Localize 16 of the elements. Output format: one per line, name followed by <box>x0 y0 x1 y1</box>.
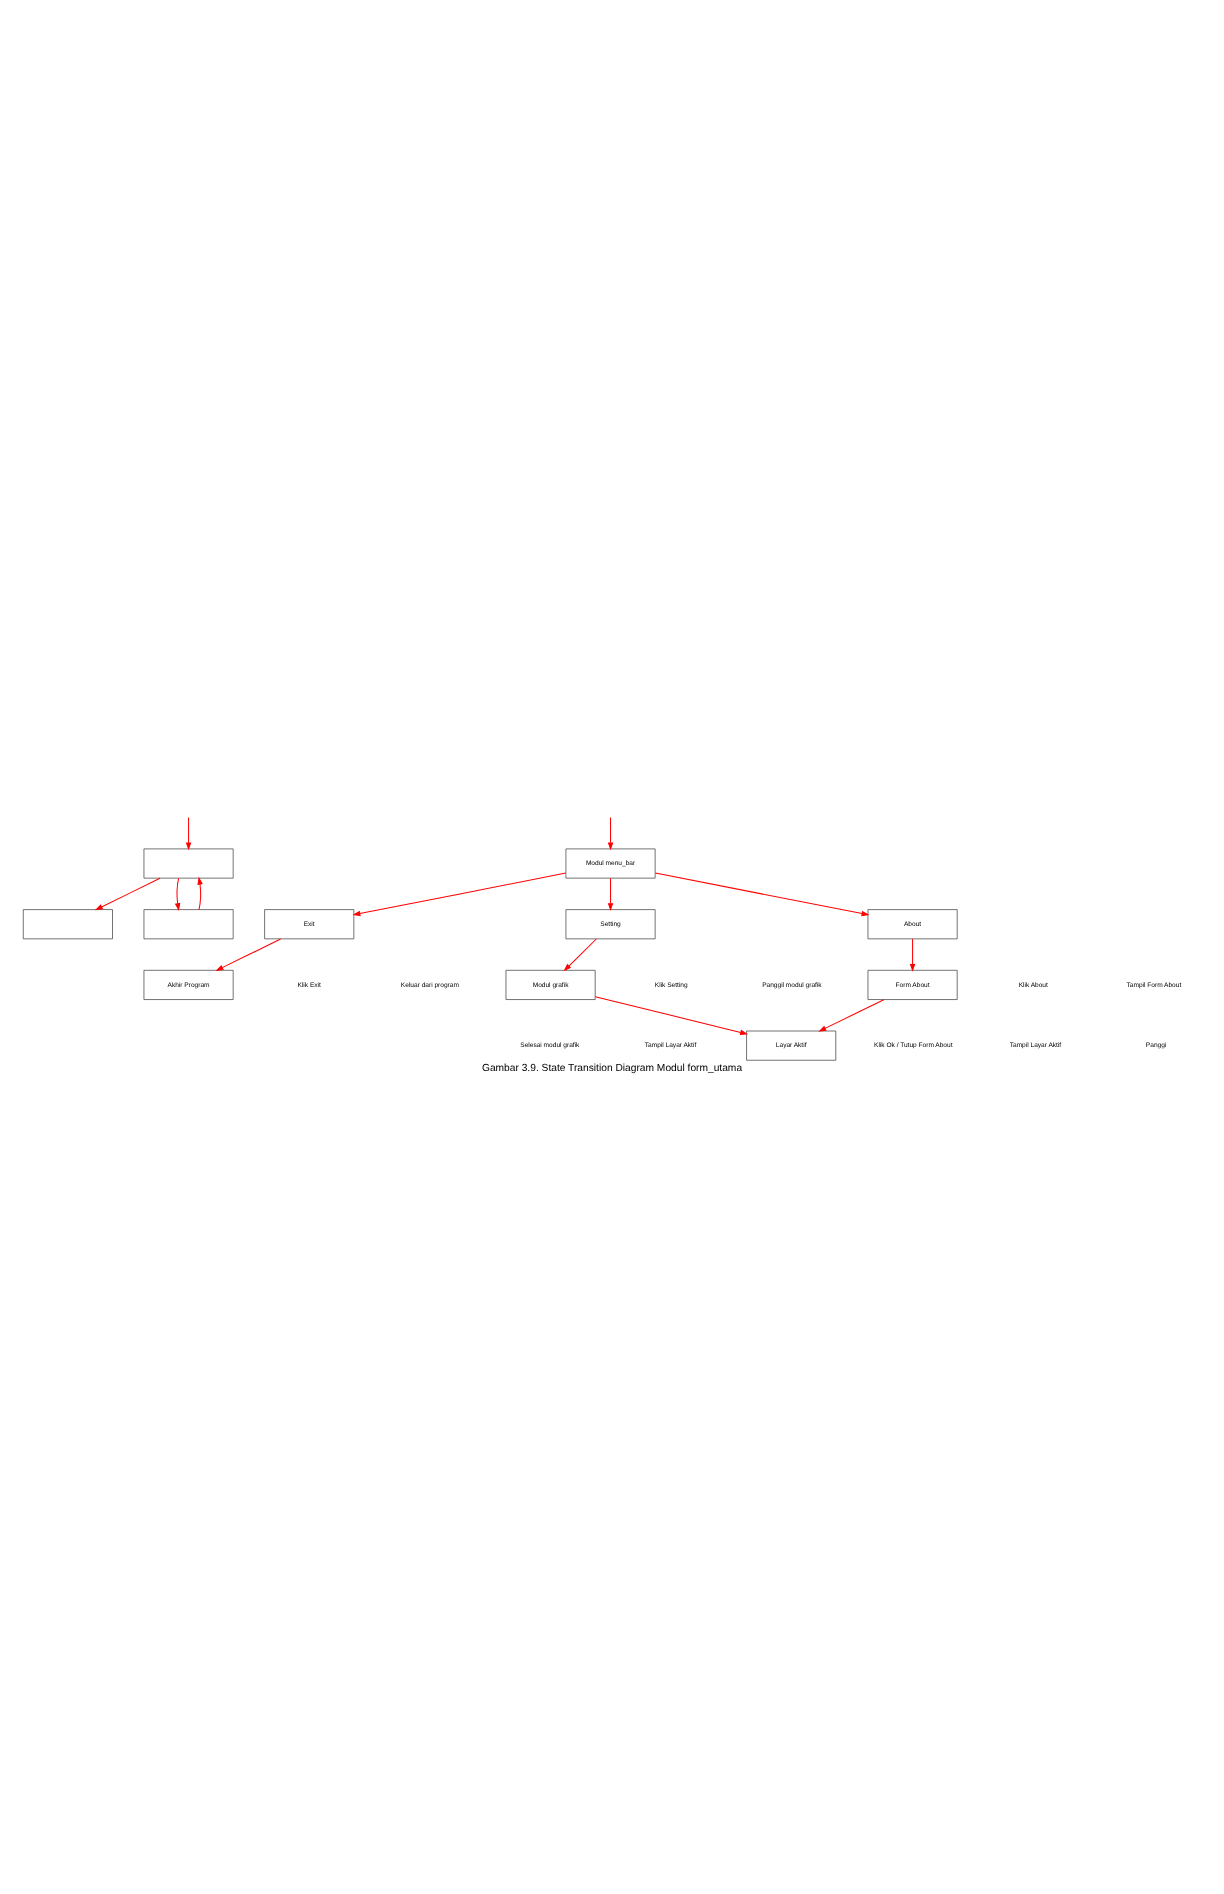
arrow <box>594 996 748 1036</box>
arrow <box>909 938 916 972</box>
arrow <box>563 938 597 972</box>
arrow <box>197 876 203 911</box>
arrow <box>185 816 192 851</box>
node-box <box>22 909 113 940</box>
node-box <box>143 909 234 940</box>
arrow <box>352 872 567 917</box>
arrow <box>607 877 614 912</box>
arrow <box>818 999 885 1032</box>
arrow <box>654 872 870 917</box>
arrow <box>215 938 282 971</box>
arrow <box>94 877 161 911</box>
node-box <box>143 848 234 879</box>
arrow <box>607 816 614 851</box>
arrow <box>174 877 181 912</box>
